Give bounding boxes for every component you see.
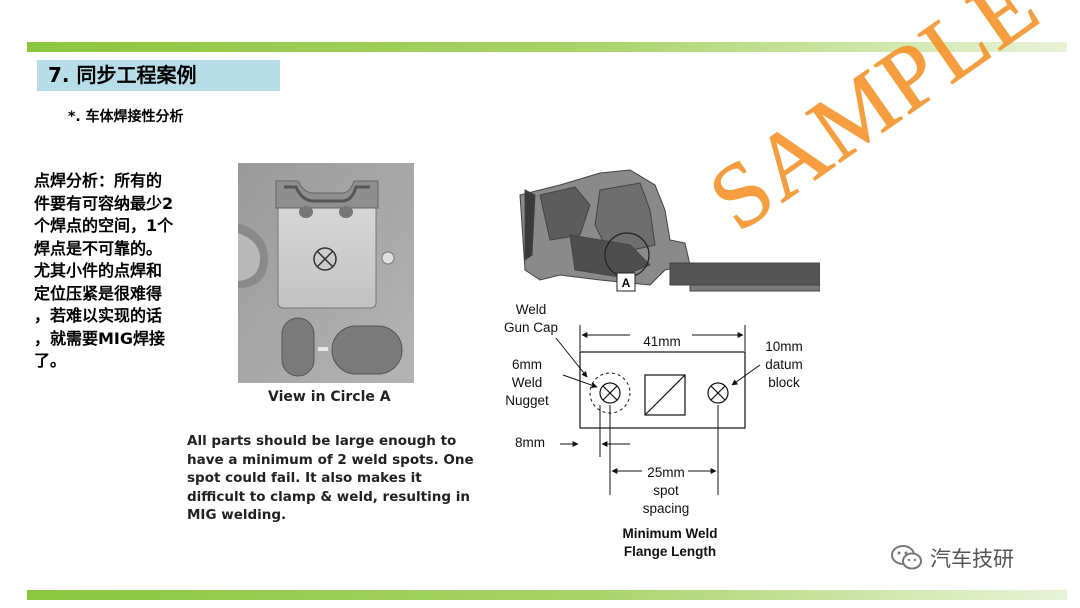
datum-block-label: 10mm datum block bbox=[765, 339, 803, 390]
weld-nugget-left bbox=[599, 382, 621, 404]
circle-a-label: A bbox=[622, 276, 631, 290]
spot-spacing-label: 25mm spot spacing bbox=[642, 465, 690, 516]
circle-a-view-image bbox=[238, 163, 414, 383]
dim-8mm-label: 8mm bbox=[515, 435, 545, 450]
slide-subtitle: *. 车体焊接性分析 bbox=[68, 109, 184, 125]
slide-title: 7. 同步工程案例 bbox=[48, 63, 197, 87]
text-line: spot could fail. It also makes it bbox=[187, 470, 422, 486]
weld-gun-cap-label: Weld Gun Cap bbox=[503, 302, 559, 335]
brand-name: 汽车技研 bbox=[930, 547, 1014, 571]
view-caption: View in Circle A bbox=[268, 389, 391, 405]
text-line: 定位压紧是很难得 bbox=[34, 283, 163, 303]
text-line: 焊点是不可靠的。 bbox=[34, 238, 163, 258]
weld-nugget-right bbox=[707, 382, 729, 404]
text-line: 点焊分析：所有的 bbox=[34, 171, 163, 190]
body-structure-sketch bbox=[519, 169, 820, 292]
title-background bbox=[37, 60, 280, 91]
english-description: All parts should be large enough to have… bbox=[187, 432, 487, 525]
spot-weld-analysis-text: 点焊分析：所有的 件要有可容纳最少2 个焊点的空间，1个 焊点是不可靠的。 尤其… bbox=[34, 170, 204, 373]
wechat-icon bbox=[891, 545, 922, 570]
text-line: ，若难以实现的话 bbox=[34, 306, 163, 325]
text-line: MIG welding. bbox=[187, 507, 287, 523]
sample-watermark: SAMPLE bbox=[691, 0, 1058, 251]
text-line: ，就需要MIG焊接 bbox=[34, 328, 166, 348]
bottom-accent-bar bbox=[27, 590, 1067, 600]
text-line: difficult to clamp & weld, resulting in bbox=[187, 488, 470, 505]
weld-flange-diagram: A bbox=[519, 169, 820, 495]
top-accent-bar bbox=[27, 42, 1067, 52]
text-line: 了。 bbox=[34, 351, 67, 370]
text-line: have a minimum of 2 weld spots. One bbox=[187, 451, 474, 468]
datum-block bbox=[644, 374, 686, 416]
text-line: 尤其小件的点焊和 bbox=[34, 261, 163, 280]
diagram-caption: Minimum Weld Flange Length bbox=[622, 526, 718, 559]
width-41mm-label: 41mm bbox=[643, 334, 681, 349]
brand-watermark: 汽车技研 bbox=[890, 543, 1014, 573]
text-line: All parts should be large enough to bbox=[187, 433, 457, 449]
text-line: 件要有可容纳最少2 bbox=[34, 193, 174, 213]
weld-nugget-label: 6mm Weld Nugget bbox=[505, 357, 549, 408]
text-line: 个焊点的空间，1个 bbox=[34, 216, 174, 235]
